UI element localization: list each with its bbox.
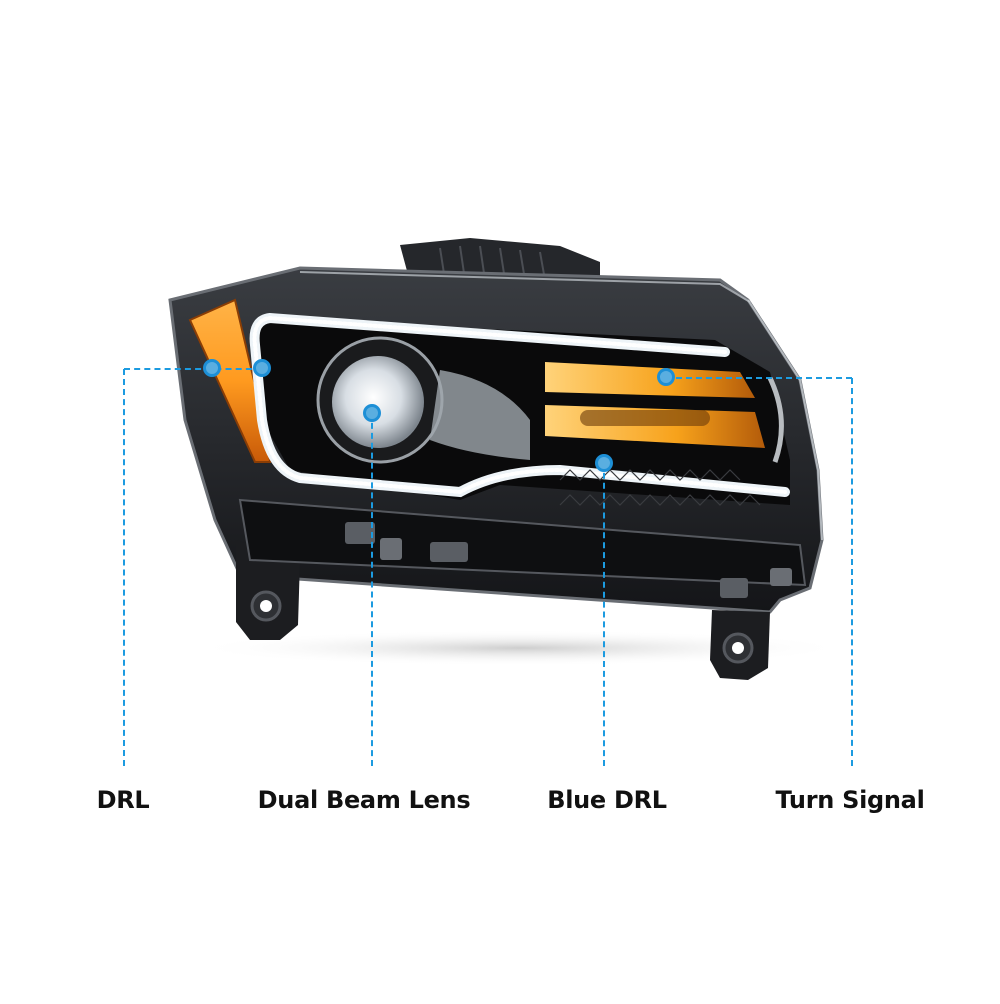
projector-lens bbox=[332, 356, 424, 448]
callout-drl-vline bbox=[123, 369, 125, 766]
callout-turn-signal-label: Turn Signal bbox=[775, 786, 925, 814]
turn-signal-upper bbox=[545, 362, 755, 398]
callout-blue-drl-dot[interactable] bbox=[595, 454, 613, 472]
callout-blue-drl-vline bbox=[603, 463, 605, 766]
callout-turn-signal-hline bbox=[666, 377, 852, 379]
callout-turn-signal-dot[interactable] bbox=[657, 368, 675, 386]
callout-drl-label: DRL bbox=[96, 786, 150, 814]
callout-dual-beam-lens-label: Dual Beam Lens bbox=[257, 786, 471, 814]
ground-shadow bbox=[190, 630, 850, 666]
callout-drl-dot-white[interactable] bbox=[253, 359, 271, 377]
callout-turn-signal-vline bbox=[851, 378, 853, 766]
callout-drl-hline bbox=[124, 368, 262, 370]
lower-clear-strip bbox=[238, 498, 807, 587]
callout-blue-drl-label: Blue DRL bbox=[547, 786, 667, 814]
callout-drl-dot-amber[interactable] bbox=[203, 359, 221, 377]
callout-dual-beam-lens-vline bbox=[371, 413, 373, 766]
callout-dual-beam-lens-dot[interactable] bbox=[363, 404, 381, 422]
left-mount-tab bbox=[236, 540, 300, 640]
